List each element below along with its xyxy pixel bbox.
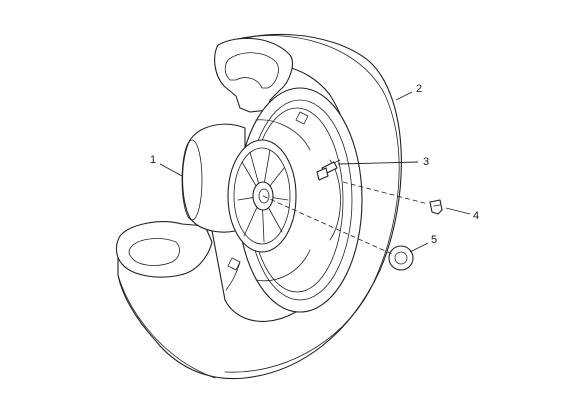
callout-4: 4 [473, 210, 479, 222]
leader-line-1 [159, 163, 183, 177]
callout-5: 5 [431, 234, 437, 246]
leader-line-4 [445, 207, 471, 215]
leader-line-3 [337, 161, 419, 165]
wheel-rim [181, 87, 363, 313]
valve [316, 159, 341, 181]
callout-1: 1 [150, 154, 156, 166]
clip-alignment-line [342, 181, 429, 205]
callout-3: 3 [423, 156, 429, 168]
leader-line-5 [409, 242, 429, 253]
callout-2: 2 [416, 83, 422, 95]
leader-line-2 [395, 91, 413, 101]
washer [388, 245, 414, 271]
clip [429, 199, 443, 215]
